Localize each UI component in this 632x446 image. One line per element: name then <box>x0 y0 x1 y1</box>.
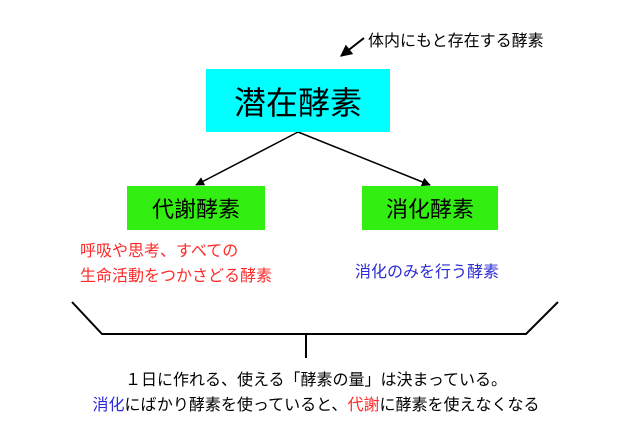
digestive-enzyme-label: 消化酵素 <box>385 198 474 223</box>
bottom-caption: １日に作れる、使える「酵素の量」は決まっている。 消化にばかり酵素を使っていると… <box>0 367 632 417</box>
metabolic-desc-line-2: 生命活動をつかさどる酵素 <box>80 266 273 285</box>
digestive-enzyme-description: 消化のみを行う酵素 <box>355 262 500 281</box>
arrow-to-metabolic <box>195 131 299 186</box>
metabolic-enzyme-label: 代謝酵素 <box>151 198 240 223</box>
digestive-enzyme-box: 消化酵素 <box>362 186 498 230</box>
bracket <box>71 301 559 335</box>
caption-digestion-word: 消化 <box>92 395 125 414</box>
arrow-to-digestive <box>297 131 431 187</box>
metabolic-enzyme-description: 呼吸や思考、すべての 生命活動をつかさどる酵素 <box>80 238 272 288</box>
root-enzyme-box: 潜在酵素 <box>206 69 390 132</box>
metabolic-desc-line-1: 呼吸や思考、すべての <box>80 241 239 260</box>
caption-line-1: １日に作れる、使える「酵素の量」は決まっている。 <box>124 370 508 389</box>
top-note: 体内にもと存在する酵素 <box>368 31 544 50</box>
metabolic-enzyme-box: 代謝酵素 <box>127 186 265 230</box>
caption-middle-text: にばかり酵素を使っていると、 <box>124 395 348 414</box>
caption-end-text: に酵素を使えなくなる <box>379 395 540 414</box>
caption-metabolism-word: 代謝 <box>347 395 380 414</box>
caption-line-2: 消化にばかり酵素を使っていると、代謝に酵素を使えなくなる <box>0 392 632 417</box>
note-pointer-arrow <box>340 37 365 57</box>
root-enzyme-label: 潜在酵素 <box>233 83 362 122</box>
